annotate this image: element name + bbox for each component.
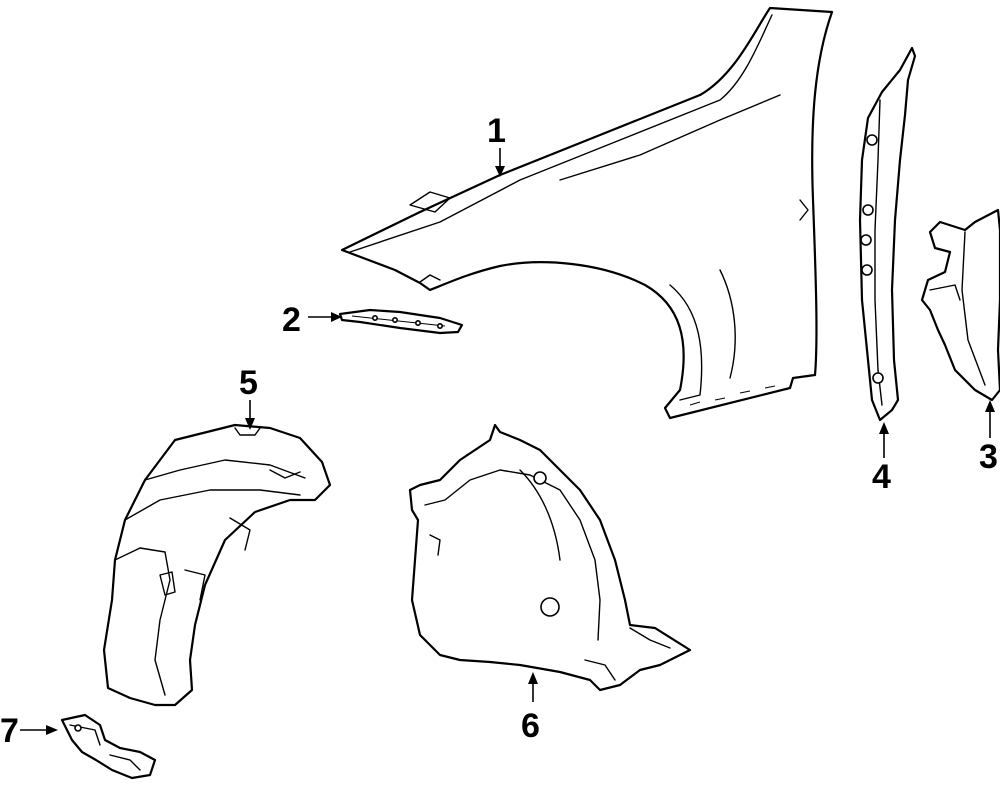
callout-arrows <box>20 148 995 735</box>
callout-7: 7 <box>0 712 19 750</box>
callout-5: 5 <box>239 364 258 402</box>
part-3-side-shield <box>920 208 1000 402</box>
callout-1: 1 <box>487 112 506 150</box>
callout-4: 4 <box>872 458 891 496</box>
part-6-inner-liner <box>408 423 692 692</box>
callout-6: 6 <box>521 707 540 745</box>
callout-3: 3 <box>979 438 998 476</box>
part-7-bracket <box>60 713 157 780</box>
part-2-bracket-strip <box>338 308 464 335</box>
callout-2: 2 <box>282 301 301 339</box>
part-5-wheel-liner <box>102 423 332 707</box>
part-1-fender <box>340 6 834 420</box>
part-4-seal-strip <box>858 46 917 422</box>
